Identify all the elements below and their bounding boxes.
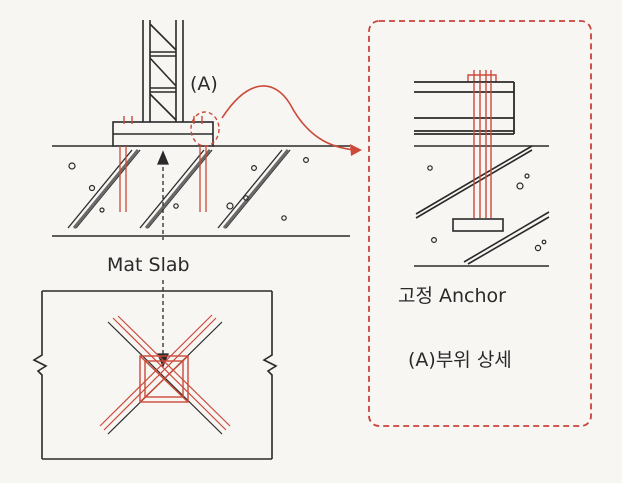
- plan-x-rebars: [99, 314, 231, 435]
- detail-a-marker: [190, 111, 220, 147]
- detail-anchor-plate: [452, 218, 504, 232]
- detail-anchor-rods: [473, 82, 492, 218]
- plan-anchor-square: [139, 355, 189, 403]
- slab-rebar: [67, 149, 291, 229]
- tower-base-plate: [112, 121, 214, 147]
- detail-box: [368, 20, 592, 427]
- detail-plates: [414, 81, 515, 135]
- slab-aggregate: [68, 157, 310, 221]
- callout-arrow: [221, 85, 356, 151]
- label-a: (A): [190, 73, 218, 95]
- callout-arrowhead: [350, 144, 362, 156]
- label-mat-slab: Mat Slab: [107, 254, 190, 276]
- detail-bolt-head: [467, 70, 497, 82]
- label-anchor: 고정 Anchor: [398, 285, 506, 307]
- detail-slab: [414, 145, 550, 267]
- detail-aggregate: [427, 165, 547, 252]
- tower-elevation: [142, 20, 184, 122]
- label-detail: (A)부위 상세: [408, 349, 512, 371]
- base-bolts: [123, 116, 203, 124]
- slab-plan-view: [32, 290, 278, 460]
- embedded-anchors: [119, 146, 207, 212]
- mat-slab-section: [52, 145, 350, 237]
